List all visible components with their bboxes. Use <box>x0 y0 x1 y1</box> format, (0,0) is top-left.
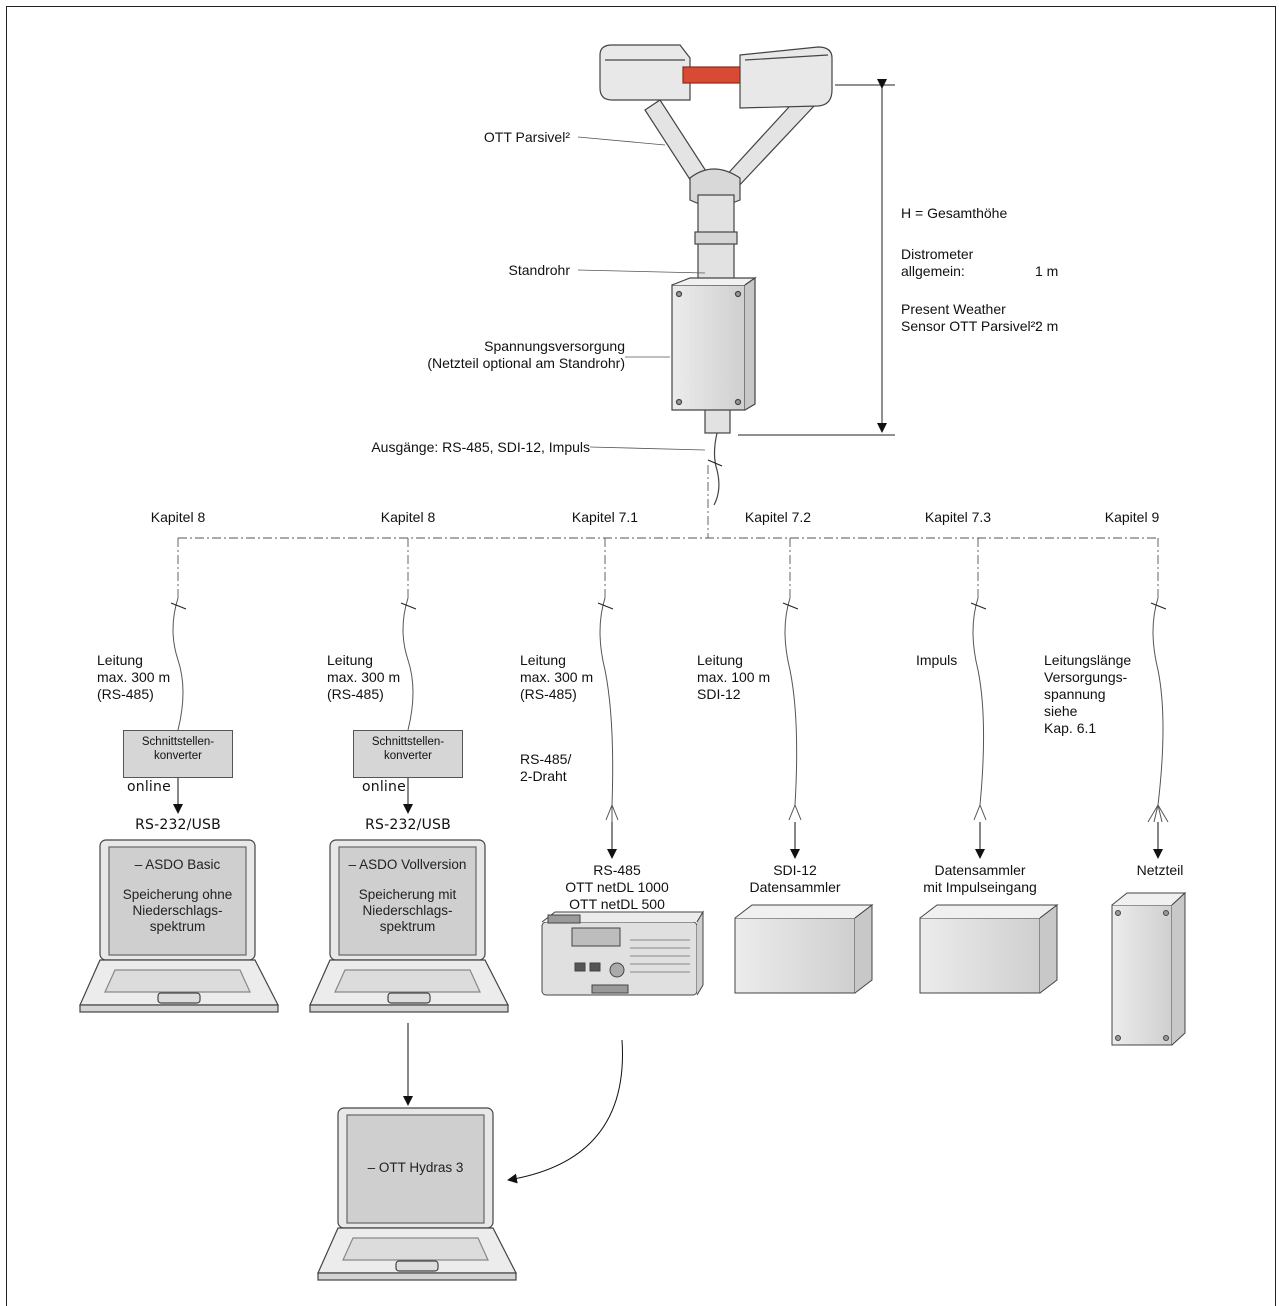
cable-text: max. 300 m <box>520 669 594 685</box>
screen-line: Speicherung mit <box>358 887 457 902</box>
height-general-2: allgemein: <box>901 263 965 279</box>
sdi12-logger <box>734 903 874 994</box>
interface-label-2: RS-232/USB <box>365 817 451 833</box>
laptop-asdo-full <box>309 839 509 1013</box>
impulse-logger <box>919 903 1059 994</box>
wire-text: RS-485/ <box>520 751 572 767</box>
distribution-lines <box>177 465 1159 598</box>
screen-line: Niederschlags- <box>132 903 223 918</box>
cable-text: max. 300 m <box>327 669 401 685</box>
netdl-device <box>541 910 704 996</box>
converter-text: Schnittstellen- <box>371 736 445 748</box>
screen-line: – ASDO Basic <box>134 857 221 872</box>
screen-line: spektrum <box>379 919 436 934</box>
cable-text: spannung <box>1044 686 1106 702</box>
laptop-asdo-basic <box>79 839 279 1013</box>
chapter-label: Kapitel 9 <box>1104 509 1160 525</box>
screen-line: – ASDO Vollversion <box>348 857 467 872</box>
chapter-label: Kapitel 8 <box>150 509 206 525</box>
outputs-label: Ausgänge: RS-485, SDI-12, Impuls <box>371 439 590 455</box>
standpipe-label: Standrohr <box>508 262 570 278</box>
cable-text: Leitung <box>327 652 373 668</box>
interface-converter-2: Schnittstellen- konverter <box>353 730 463 778</box>
cable-text: Leitungslänge <box>1044 652 1132 668</box>
chapter-label: Kapitel 7.1 <box>571 509 639 525</box>
chapter-label: Kapitel 8 <box>380 509 436 525</box>
target-power-supply: Netzteil <box>1110 862 1210 879</box>
height-title: H = Gesamthöhe <box>901 205 1008 221</box>
mode-online-1: online <box>127 779 171 795</box>
sensor-name-label: OTT Parsivel² <box>483 129 570 145</box>
cable-text: (RS-485) <box>520 686 577 702</box>
target-line: SDI-12 <box>773 862 817 878</box>
page-frame <box>6 6 1276 1306</box>
converter-text: konverter <box>384 750 432 762</box>
chapter-label: Kapitel 7.3 <box>924 509 992 525</box>
target-line: mit Impulseingang <box>923 879 1037 895</box>
screen-line: spektrum <box>149 919 206 934</box>
screen-line: Niederschlags- <box>362 903 453 918</box>
target-line: Netzteil <box>1136 862 1184 878</box>
height-pws-value: 2 m <box>1035 318 1059 334</box>
cable-text: max. 300 m <box>97 669 171 685</box>
cable-text: (RS-485) <box>327 686 384 702</box>
mode-online-2: online <box>362 779 406 795</box>
power-supply-label-2: (Netzteil optional am Standrohr) <box>427 355 625 371</box>
screen-line: Speicherung ohne <box>122 887 233 902</box>
interface-label-1: RS-232/USB <box>135 817 221 833</box>
parsivel-sensor <box>599 44 833 506</box>
target-line: OTT netDL 1000 <box>565 879 669 895</box>
screen-asdo-basic: – ASDO Basic Speicherung ohne Niederschl… <box>110 857 245 935</box>
cable-text: Leitung <box>520 652 566 668</box>
height-dimension <box>738 79 895 436</box>
arrows <box>173 778 1163 1184</box>
height-general-value: 1 m <box>1035 263 1059 279</box>
screen-line <box>340 873 475 887</box>
leader-lines <box>577 136 706 451</box>
height-pws-2: Sensor OTT Parsivel²: <box>901 318 1040 334</box>
converter-text: Schnittstellen- <box>141 736 215 748</box>
cable-text: siehe <box>1044 703 1078 719</box>
branch-cables <box>170 597 1169 823</box>
laptop-hydras <box>317 1107 517 1281</box>
target-line: Datensammler <box>749 879 841 895</box>
screen-line <box>110 873 245 887</box>
cable-text: SDI-12 <box>697 686 741 702</box>
cable-text: Impuls <box>916 652 958 668</box>
target-netdl: RS-485 OTT netDL 1000 OTT netDL 500 <box>542 862 692 913</box>
cable-text: (RS-485) <box>97 686 154 702</box>
converter-text: konverter <box>154 750 202 762</box>
cable-text: Versorgungs- <box>1044 669 1128 685</box>
power-supply-label-1: Spannungsversorgung <box>484 338 625 354</box>
screen-asdo-full: – ASDO Vollversion Speicherung mit Niede… <box>340 857 475 935</box>
target-line: OTT netDL 500 <box>569 896 665 912</box>
height-pws-1: Present Weather <box>901 301 1006 317</box>
target-sdi12: SDI-12 Datensammler <box>735 862 855 896</box>
chapter-label: Kapitel 7.2 <box>744 509 812 525</box>
cable-text: max. 100 m <box>697 669 771 685</box>
wire-text: 2-Draht <box>520 768 567 784</box>
power-supply-box <box>1111 891 1187 1046</box>
target-line: RS-485 <box>593 862 641 878</box>
interface-converter-1: Schnittstellen- konverter <box>123 730 233 778</box>
cable-text: Kap. 6.1 <box>1044 720 1097 736</box>
cable-text: Leitung <box>697 652 743 668</box>
height-general-1: Distrometer <box>901 246 974 262</box>
cable-text: Leitung <box>97 652 143 668</box>
target-line: Datensammler <box>934 862 1026 878</box>
target-impulse: Datensammler mit Impulseingang <box>905 862 1055 896</box>
screen-hydras: – OTT Hydras 3 <box>367 1160 464 1175</box>
